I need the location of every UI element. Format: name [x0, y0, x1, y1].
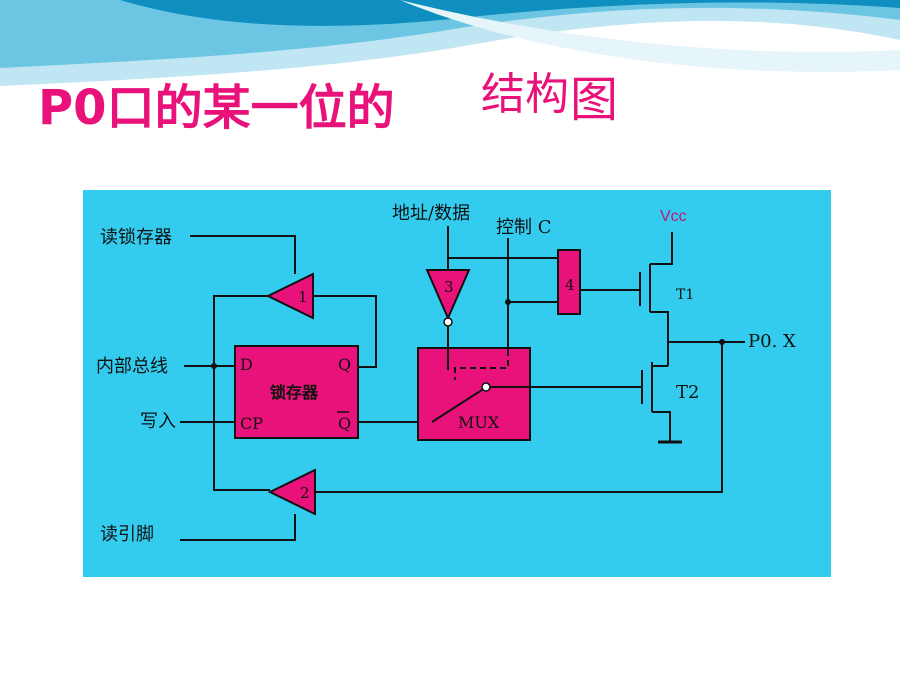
- wire-read-pin: [180, 514, 296, 541]
- latch-qbar: Q: [338, 414, 351, 433]
- t1-label: T1: [676, 287, 694, 303]
- mux-control-dashed: [454, 350, 509, 380]
- wire-buffer1-bus: [213, 295, 270, 491]
- junction-control: [505, 299, 511, 305]
- gate-4-label: 4: [565, 276, 575, 294]
- wire-output-feedback: [315, 342, 723, 493]
- latch-block: [234, 345, 359, 439]
- buffer-3-bubble: [443, 317, 453, 327]
- latch-d: D: [240, 355, 253, 374]
- label-write: 写入: [140, 411, 176, 432]
- t1-source: [650, 311, 669, 366]
- t2-label: T2: [676, 382, 699, 403]
- label-vcc: Vcc: [660, 208, 687, 225]
- label-read-latch: 读锁存器: [100, 227, 172, 248]
- gate-4: [557, 249, 581, 315]
- label-read-pin: 读引脚: [100, 524, 154, 545]
- slide-title-part-1: P0口的某一位的: [38, 80, 395, 136]
- buffer-2-label: 2: [300, 484, 310, 502]
- buffer-2: [267, 468, 316, 516]
- header-wave-decoration: [0, 0, 900, 86]
- latch-name: 锁存器: [270, 383, 319, 402]
- buffer-3: [425, 269, 471, 321]
- label-p0x: P0. X: [748, 331, 796, 352]
- mux-label: MUX: [458, 413, 500, 432]
- wire-read-latch: [190, 235, 296, 274]
- t1-drain: [650, 232, 673, 265]
- junction-bus: [211, 363, 217, 369]
- wire-q-feedback: [313, 295, 377, 368]
- slide-title-part-3: 图: [570, 72, 619, 128]
- latch-q: Q: [338, 355, 351, 374]
- buffer-3-label: 3: [444, 278, 454, 296]
- label-addr-data: 地址/数据: [392, 203, 470, 224]
- label-internal-bus: 内部总线: [96, 356, 168, 377]
- t2-source: [652, 411, 671, 442]
- buffer-1-label: 1: [298, 288, 308, 306]
- slide-title-part-2: 结构: [481, 69, 569, 120]
- mux-switch-arm: [431, 387, 486, 423]
- label-control-c: 控制 C: [496, 217, 552, 238]
- latch-cp: CP: [240, 414, 263, 433]
- mux-switch-pivot: [481, 382, 491, 392]
